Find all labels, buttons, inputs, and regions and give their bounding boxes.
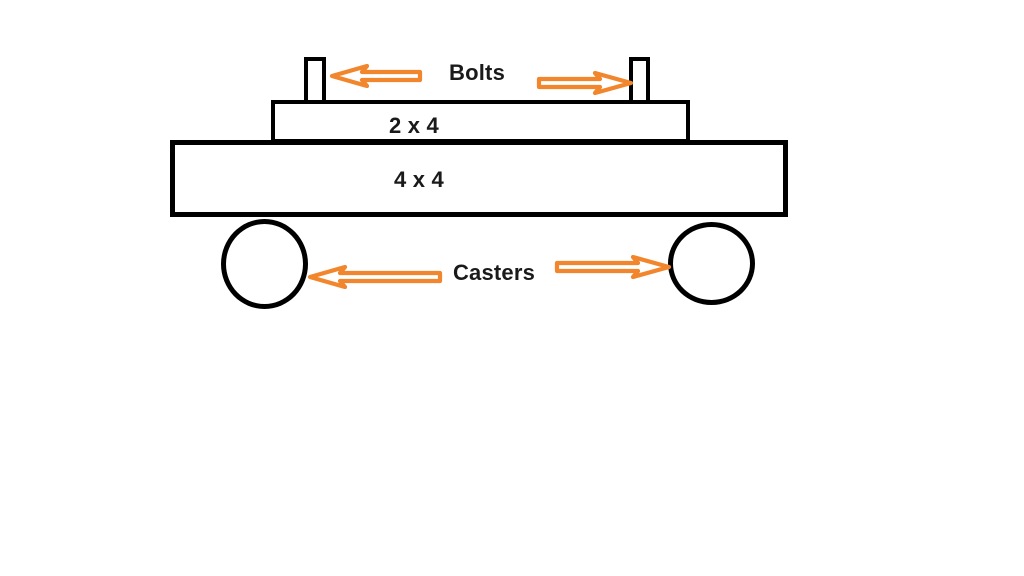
- casters-arrow-left-icon: [307, 265, 443, 289]
- board-2x4-label: 2 x 4: [389, 113, 439, 138]
- board-4x4-label: 4 x 4: [394, 167, 444, 192]
- board-2x4-shape: [271, 100, 690, 143]
- bolt-left-shape: [304, 57, 326, 104]
- bolts-label: Bolts: [449, 60, 505, 85]
- casters-arrow-right-icon: [554, 255, 672, 279]
- bolts-arrow-left-icon: [329, 64, 423, 88]
- bolt-right-shape: [629, 57, 650, 104]
- casters-label: Casters: [452, 260, 536, 285]
- caster-right-shape: [668, 222, 755, 305]
- caster-left-shape: [221, 219, 308, 309]
- board-4x4-shape: [170, 140, 788, 217]
- bolts-arrow-right-icon: [536, 71, 634, 95]
